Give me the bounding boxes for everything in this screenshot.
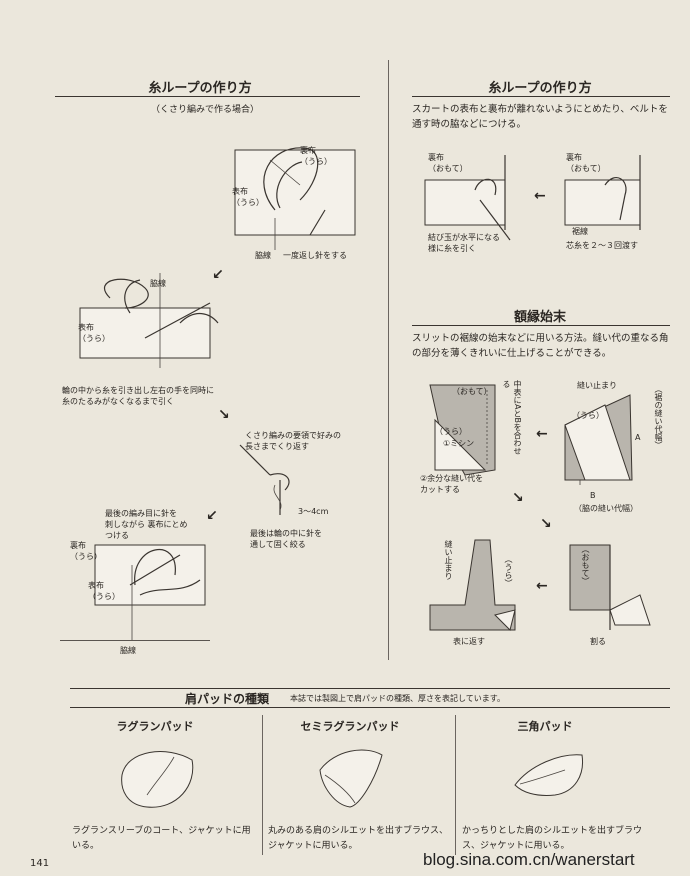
arrow-miter-2: ↘: [512, 490, 524, 506]
loop-step3-illustration: [239, 444, 290, 515]
loop-step2-illustration: [79, 273, 219, 368]
miter-machine-label: ①ミシン: [443, 439, 475, 448]
left-section-title: 糸ループの作り方: [148, 81, 252, 96]
miter-step1-illustration: [429, 384, 496, 476]
pad-name-triangle: 三角パッド: [517, 720, 573, 733]
pad-name-semiraglan: セミラグランパッド: [300, 720, 400, 733]
miter-omote-label: （おもて）: [452, 387, 492, 396]
step4-omote-label: 表布 （うら）: [88, 581, 120, 601]
loop-step1-illustration: [234, 147, 356, 250]
page-number: 141: [30, 858, 50, 869]
shoulder-bottom-rule: [70, 707, 670, 708]
pad-desc-triangle: かっちりとした肩のシルエットを出すブラウス、ジャケットに用いる。: [462, 826, 643, 851]
step4-sideseam-label: 脇線: [120, 646, 136, 655]
miter-sewstop-label: 縫い止まり: [577, 381, 617, 390]
miter-ura2-label: （うら）: [572, 411, 604, 420]
miter-match-note: 中表にAとBを合わせる: [502, 380, 522, 455]
watermark: blog.sina.com.cn/wanerstart: [423, 850, 635, 869]
step3-length: 3〜4cm: [298, 507, 329, 516]
loop-step4-illustration: [94, 544, 206, 640]
pad-desc-semiraglan: 丸みのある肩のシルエットを出すブラウス、ジャケットに用いる。: [268, 826, 449, 851]
right-title-rule: [412, 96, 670, 97]
arrow-miter-3: ↘: [540, 516, 552, 532]
step1-ura-label: 裏布 （うら）: [300, 146, 332, 166]
shoulder-title: 肩パッドの種類: [185, 692, 270, 706]
miter-title: 額縁始末: [513, 310, 566, 325]
miter-omote2-label: （おもて）: [581, 545, 590, 585]
pad-name-raglan: ラグランパッド: [116, 720, 194, 733]
miter-ura3-label: （うら）: [504, 555, 513, 587]
miter-A-label: A: [635, 433, 641, 442]
belt-thread-note: 芯糸を２〜３回渡す: [566, 241, 638, 250]
step4-base-line: [60, 640, 210, 641]
loop-belt-illustration-b: [564, 155, 641, 230]
left-subtitle: （くさり編みで作る場合）: [150, 105, 259, 115]
miter-step3-illustration: [429, 539, 516, 631]
right-section-title: 糸ループの作り方: [488, 81, 592, 96]
step3-end-note: 最後は輪の中に針を 通して固く絞る: [250, 529, 322, 549]
arrow-step2-to-3: ↘: [218, 407, 230, 423]
arrow-belt: ←: [534, 188, 546, 204]
loop-belt-illustration-a: [424, 155, 511, 241]
miter-step2-illustration: [569, 544, 651, 630]
step4-ura-label: 裏布 （うら）: [70, 541, 102, 561]
miter-hem-width: （裾の縫い代幅）: [654, 385, 663, 449]
shoulder-note: 本誌では製図上で肩パッドの種類、厚さを表記しています。: [290, 694, 505, 703]
miter-cut-note: ②余分な縫い代を カットする: [420, 474, 484, 494]
shoulder-top-rule: [70, 688, 670, 689]
column-divider: [388, 60, 389, 660]
triangle-pad-icon: [514, 754, 584, 796]
miter-sewstop2-label: 縫い止まり: [444, 540, 453, 580]
semiraglan-pad-icon: [319, 749, 383, 808]
miter-desc: スリットの裾線の始末などに用いる方法。縫い代の重なる角の部分を薄くきれいに仕上げ…: [412, 333, 669, 359]
miter-side-width: （脇の縫い代幅）: [574, 504, 638, 513]
miter-B-label: B: [590, 491, 596, 500]
pad-divider-1: [262, 715, 263, 855]
pad-desc-raglan: ラグランスリーブのコート、ジャケットに用いる。: [72, 826, 251, 851]
step2-omote-label: 表布 （うら）: [78, 323, 110, 343]
step4-note: 最後の編み目に針を 刺しながら 裏布にとめ つける: [105, 509, 188, 540]
step1-omote-label: 表布 （うら）: [232, 187, 264, 207]
pad-divider-2: [455, 715, 456, 855]
belt-ura-omote-b: 裏布 （おもて）: [566, 153, 606, 173]
step3-note: くさり編みの要領で好みの 長さまでくり返す: [245, 431, 341, 451]
miter-split-label: 割る: [590, 637, 606, 646]
left-title-rule: [55, 96, 360, 97]
step2-sideseam-label: 脇線: [150, 279, 166, 288]
step1-backstitch-label: 一度返し針をする: [283, 251, 347, 260]
miter-flip-label: 表に返す: [453, 637, 485, 646]
miter-step0-illustration: [564, 394, 633, 485]
arrow-miter-1: ←: [536, 426, 548, 442]
miter-title-rule: [412, 325, 670, 326]
step1-sideseam-label: 脇線: [255, 251, 271, 260]
step2-note: 輪の中から糸を引き出し左右の手を同時に 糸のたるみがなくなるまで引く: [62, 386, 214, 406]
miter-ura-label: （うら）: [435, 427, 467, 436]
belt-hemline: 裾線: [572, 227, 588, 236]
arrow-step3-to-4: ↙: [206, 508, 218, 524]
belt-knot-note: 結び玉が水平になる 様に糸を引く: [428, 233, 500, 253]
right-top-desc: スカートの表布と裏布が離れないようにとめたり、ベルトを通す時の脇などにつける。: [412, 104, 668, 130]
arrow-miter-4: ←: [536, 578, 548, 594]
raglan-pad-icon: [121, 751, 194, 808]
arrow-step1-to-2: ↙: [212, 267, 224, 283]
belt-ura-omote-a: 裏布 （おもて）: [428, 153, 468, 173]
